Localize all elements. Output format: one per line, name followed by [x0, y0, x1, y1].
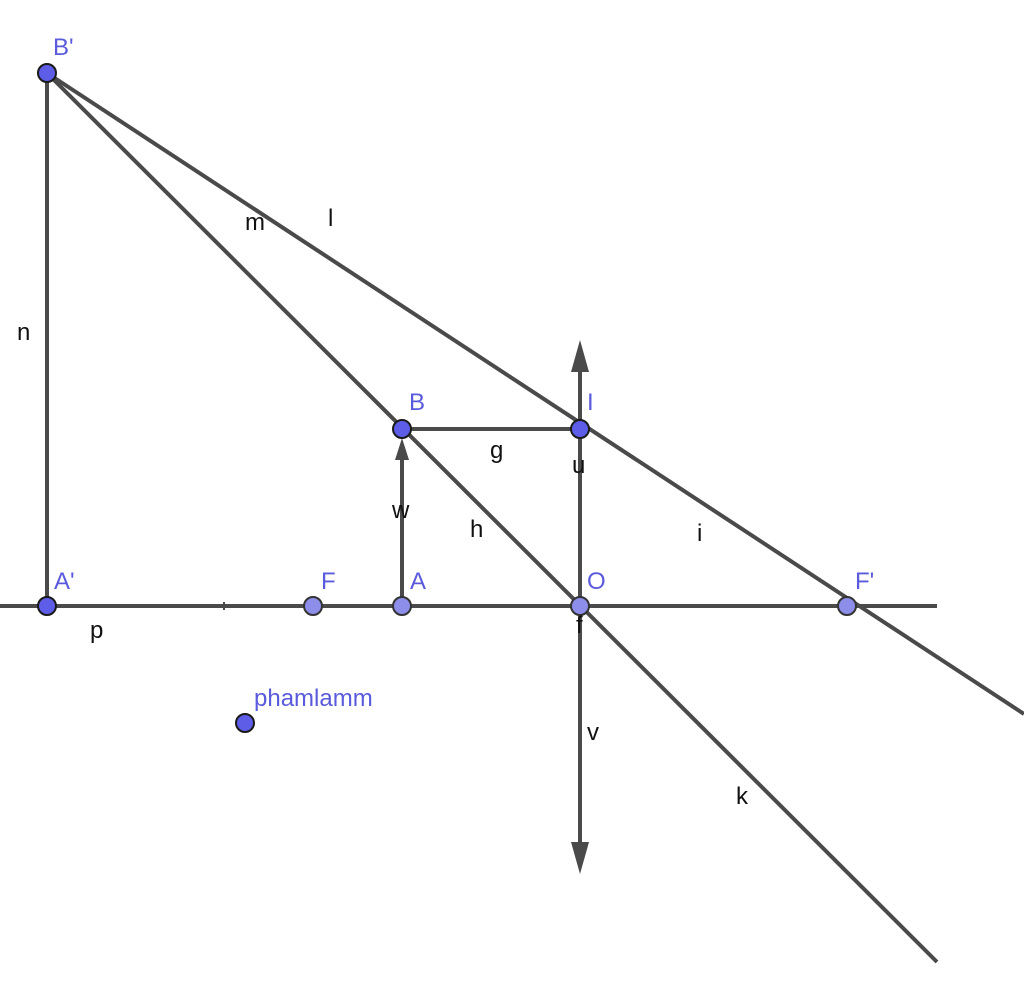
label-a-prime: A' [54, 568, 75, 595]
point-f-prime[interactable] [837, 596, 857, 616]
point-o[interactable] [570, 596, 590, 616]
label-f-prime: F' [855, 568, 874, 595]
label-w: w [391, 497, 410, 524]
label-h: h [470, 516, 483, 543]
point-phamlamm[interactable] [235, 713, 255, 733]
ray-m-h-k[interactable] [45, 71, 939, 964]
label-b-prime: B' [53, 34, 74, 61]
label-p: p [90, 617, 103, 644]
label-u: u [572, 452, 585, 479]
point-b[interactable] [392, 419, 412, 439]
label-i-line: i [697, 520, 702, 547]
label-g: g [490, 437, 503, 464]
label-o: O [587, 568, 606, 595]
arrow-down-icon [571, 842, 589, 874]
label-v: v [587, 719, 599, 746]
label-f-line: f [576, 612, 583, 639]
ray-l[interactable] [45, 71, 1024, 716]
point-i[interactable] [570, 419, 590, 439]
point-b-prime[interactable] [37, 63, 57, 83]
arrow-up-icon [571, 340, 589, 372]
arrow-up-icon [395, 438, 409, 460]
point-a[interactable] [392, 596, 412, 616]
point-a-prime[interactable] [37, 596, 57, 616]
label-l: l [328, 205, 333, 232]
label-a: A [410, 568, 426, 595]
label-phamlamm: phamlamm [254, 685, 373, 712]
label-f: F [321, 568, 336, 595]
label-m: m [245, 209, 265, 236]
label-k: k [736, 783, 749, 810]
label-n: n [17, 319, 30, 346]
label-i: I [587, 389, 594, 416]
point-f[interactable] [303, 596, 323, 616]
label-b: B [409, 389, 425, 416]
